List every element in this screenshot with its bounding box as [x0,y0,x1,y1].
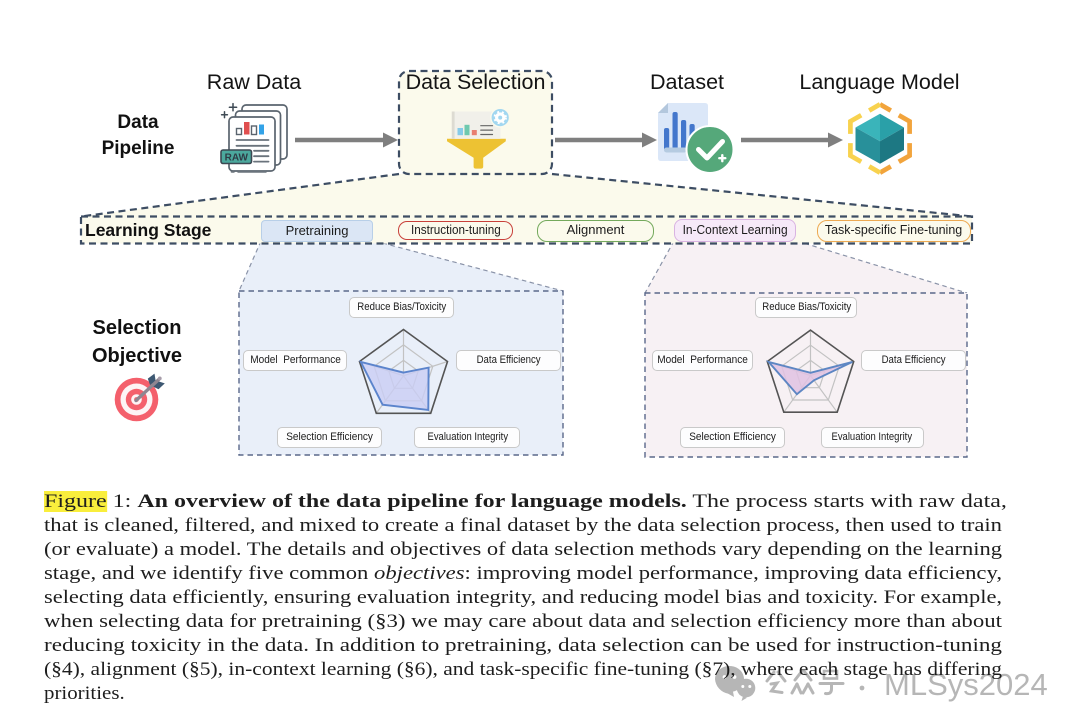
svg-text:MLSys2024: MLSys2024 [884,667,1048,702]
svg-text:RAW: RAW [225,152,249,163]
